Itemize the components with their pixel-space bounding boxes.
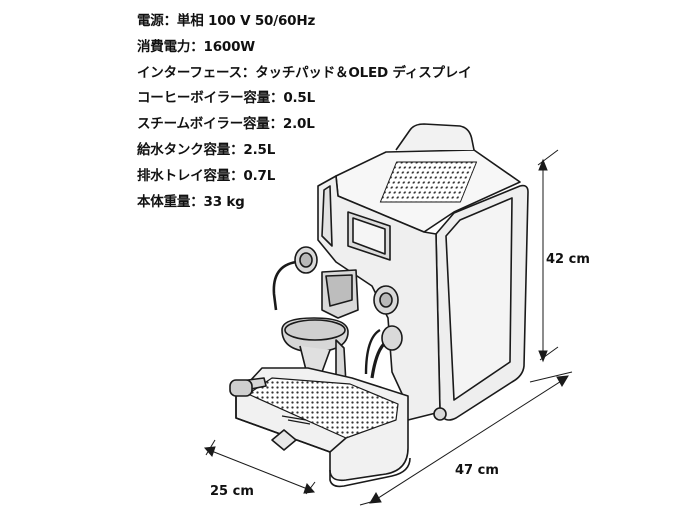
spec-label: 消費電力 [137,38,191,55]
spec-separator: ： [230,141,244,158]
depth-dimension [203,439,316,495]
top-grille [379,161,478,203]
side-panel-inner [445,197,513,401]
spec-power: 電源：単相 100 V 50/60Hz [137,9,471,35]
hot-water-knob [381,325,403,351]
spec-value: 2.0L [282,116,315,133]
spec-water-tank: 給水タンク容量：2.5L [137,138,471,164]
spec-separator: ： [230,167,244,184]
spec-label: 本体重量 [137,193,191,210]
tray-badge [271,429,297,451]
spec-coffee-boiler: コーヒーボイラー容量：0.5L [137,86,471,112]
spec-consumption: 消費電力：1600W [137,35,471,61]
depth-label: 25 cm [210,484,254,499]
spec-separator: ： [269,116,284,133]
spec-value: 0.7L [243,167,276,184]
spec-separator: ： [190,193,204,210]
power-button [433,407,447,421]
spec-separator: ： [270,90,284,107]
spec-value: タッチパッド＆OLED ディスプレイ [255,64,472,81]
spec-label: コーヒーボイラー容量 [137,90,270,107]
spec-drip-tray: 排水トレイ容量：0.7L [137,164,471,190]
height-label: 42 cm [546,252,590,267]
spec-separator: ： [241,64,256,81]
spec-label: 給水タンク容量 [137,141,231,158]
spec-separator: ： [163,13,178,29]
spec-value: 単相 100 V 50/60Hz [176,13,316,29]
spec-label: 電源 [137,13,164,29]
spec-label: インターフェース [137,64,242,81]
steam-wand-left [272,260,297,311]
spec-label: スチームボイラー容量 [137,116,270,133]
steam-wand-right [370,342,386,379]
spec-separator: ： [190,38,204,55]
machine-body [229,123,529,488]
spec-label: 排水トレイ容量 [137,167,231,184]
spec-interface: インターフェース：タッチパッド＆OLED ディスプレイ [137,61,472,87]
width-dimension [359,371,573,506]
width-label: 47 cm [455,463,499,478]
spec-weight: 本体重量：33 kg [137,190,471,216]
spec-steam-boiler: スチームボイラー容量：2.0L [137,112,471,138]
height-dimension [537,149,559,363]
spec-value: 0.5L [283,90,316,107]
base [329,457,411,488]
top-handle [395,123,475,151]
spec-value: 33 kg [203,193,245,210]
spec-value: 1600W [203,38,256,55]
front-panel-edge [321,185,333,247]
spec-value: 2.5L [243,141,276,158]
spec-list: 電源：単相 100 V 50/60Hz 消費電力：1600W インターフェース：… [137,9,472,216]
